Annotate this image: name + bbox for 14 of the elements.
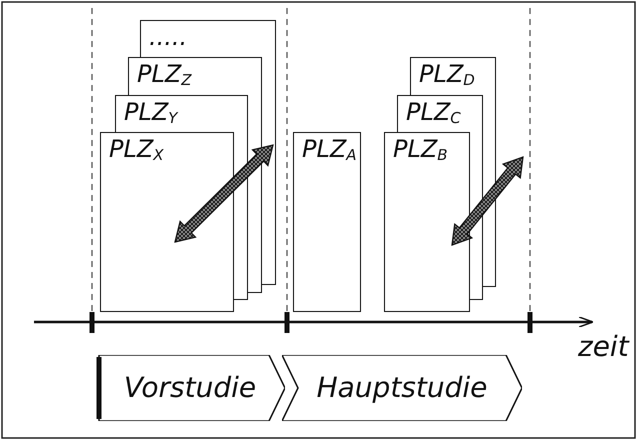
sheet-title: PLZ$_{C}$ bbox=[406, 97, 461, 127]
sheet-title: PLZ$_{Y}$ bbox=[124, 97, 178, 127]
sheet-title: PLZ$_{X}$ bbox=[109, 134, 164, 164]
axis-label: zeit bbox=[578, 330, 629, 363]
paper-sheet bbox=[293, 132, 361, 312]
sheet-title: PLZ$_{A}$ bbox=[302, 134, 357, 164]
phase-label: Hauptstudie bbox=[316, 371, 488, 404]
sheet-title: PLZ$_{Z}$ bbox=[137, 59, 192, 89]
sheet-title: PLZ$_{B}$ bbox=[393, 134, 448, 164]
paper-sheet bbox=[384, 132, 470, 312]
sheet-title: PLZ$_{D}$ bbox=[419, 59, 475, 89]
phase-label: Vorstudie bbox=[122, 371, 258, 404]
paper-sheet bbox=[100, 132, 234, 312]
sheet-title: ..... bbox=[149, 22, 188, 52]
